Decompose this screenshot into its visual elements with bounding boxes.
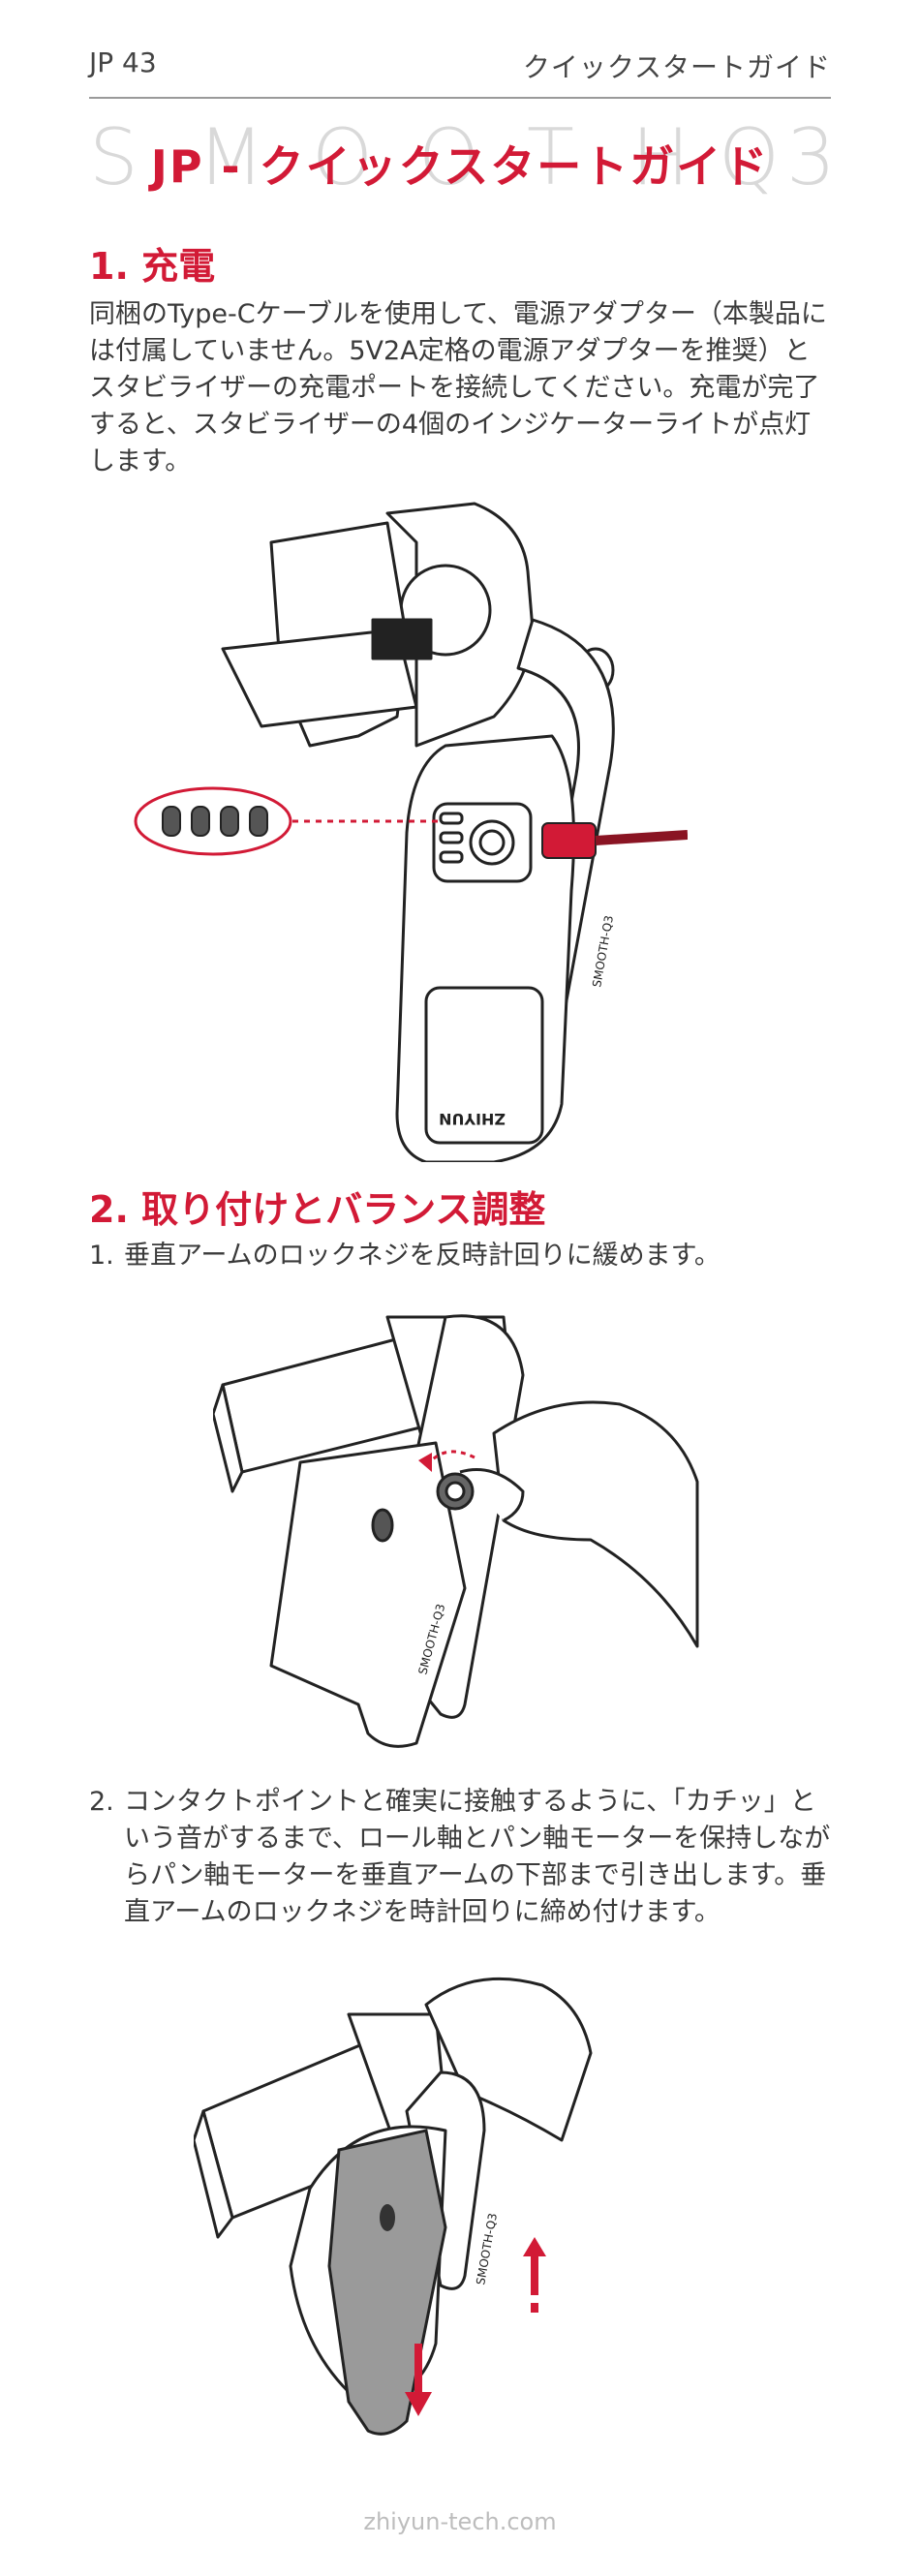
watermark-letter: M	[198, 112, 265, 202]
charging-instructions: 同梱のType-Cケーブルを使用して、電源アダプター（本製品には付属していません…	[89, 299, 827, 476]
step-2: 2. コンタクトポイントと確実に接触するように、「カチッ」という音がするまで、ロ…	[89, 1784, 835, 1931]
page-title: JP - クイックスタートガイド	[150, 140, 770, 193]
header-divider	[89, 97, 831, 99]
watermark-letter: O	[312, 112, 373, 202]
watermark-letter: S	[89, 112, 138, 202]
step-1-number: 1.	[89, 1241, 114, 1271]
step-2-number: 2.	[89, 1787, 114, 1817]
pull-pan-motor-illustration: SMOOTH-Q3	[194, 1977, 593, 2436]
loosen-knob-illustration: SMOOTH-Q3	[213, 1314, 699, 1748]
watermark-letter: 3	[786, 112, 836, 202]
watermark-letter: O	[418, 112, 479, 202]
page-header: JP 43 クイックスタートガイド	[89, 46, 831, 85]
charging-illustration: ZHIYUN SMOOTH-Q3	[221, 502, 688, 1162]
model-label: SMOOTH-Q3	[590, 914, 616, 988]
watermark-letter: H	[631, 112, 690, 202]
smooth-q3-watermark: S M O O T H Q 3	[89, 112, 836, 205]
website-footer: zhiyun-tech.com	[363, 2508, 557, 2535]
watermark-letter: Q	[719, 112, 780, 202]
step-2-text: コンタクトポイントと確実に接触するように、「カチッ」という音がするまで、ロール軸…	[124, 1787, 831, 1927]
section-title: クイックスタートガイド	[522, 51, 831, 83]
section-heading-mount-balance: 2. 取り付けとバランス調整	[89, 1188, 546, 1231]
indicator-lights-callout	[134, 786, 444, 856]
page-number: JP 43	[89, 46, 157, 78]
step-1-text: 垂直アームのロックネジを反時計回りに緩めます。	[124, 1241, 721, 1271]
brand-label: ZHIYUN	[439, 1110, 506, 1128]
model-label: SMOOTH-Q3	[474, 2212, 500, 2285]
watermark-letter: T	[527, 112, 574, 202]
step-1: 1. 垂直アームのロックネジを反時計回りに緩めます。	[89, 1238, 835, 1274]
section-heading-charging: 1. 充電	[89, 245, 216, 288]
